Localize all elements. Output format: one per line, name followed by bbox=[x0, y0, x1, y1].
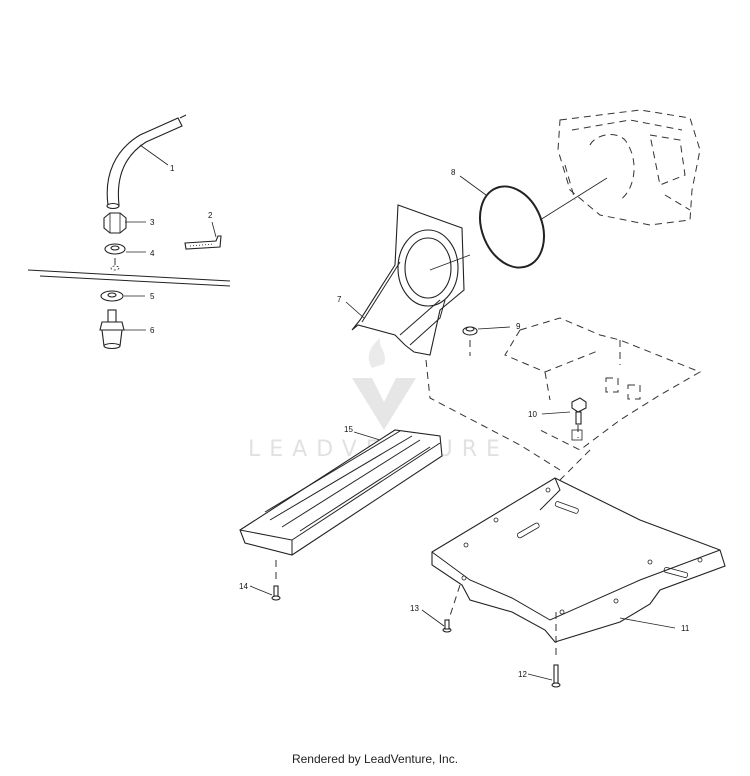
watermark-logo-icon bbox=[352, 378, 416, 430]
assembly-guide-lines bbox=[425, 359, 591, 481]
part-11-skid-plate bbox=[431, 477, 726, 660]
callout-4: 4 bbox=[150, 249, 155, 258]
part-1-hose bbox=[106, 114, 187, 210]
callout-6: 6 bbox=[150, 326, 155, 335]
callout-14: 14 bbox=[239, 582, 248, 591]
callout-7: 7 bbox=[337, 295, 342, 304]
part-10-bolt bbox=[571, 397, 587, 441]
callout-8: 8 bbox=[451, 168, 456, 177]
callout-5: 5 bbox=[150, 292, 155, 301]
part-12-screw bbox=[551, 664, 561, 688]
part-9-nut bbox=[462, 326, 478, 356]
footer-credit: Rendered by LeadVenture, Inc. bbox=[291, 752, 459, 766]
pump-housing bbox=[557, 109, 701, 226]
part-15-wear-plate bbox=[239, 429, 443, 556]
part-3-nut bbox=[103, 212, 127, 234]
callout-11: 11 bbox=[681, 624, 690, 633]
callout-10: 10 bbox=[528, 410, 537, 419]
part-13-screw bbox=[442, 619, 452, 633]
part-8-o-ring bbox=[479, 177, 608, 269]
callout-13: 13 bbox=[410, 604, 419, 613]
callout-3: 3 bbox=[150, 218, 155, 227]
callout-12: 12 bbox=[518, 670, 527, 679]
part-4-washer bbox=[104, 243, 126, 271]
hull-floor-lines bbox=[27, 269, 231, 287]
part-6-fitting bbox=[99, 309, 125, 350]
callout-15: 15 bbox=[344, 425, 353, 434]
callout-9: 9 bbox=[516, 322, 521, 331]
mounting-bracket bbox=[504, 317, 702, 451]
leader-lines bbox=[120, 144, 571, 681]
callout-labels: 1 2 3 4 5 6 7 8 9 10 11 12 13 14 15 bbox=[150, 164, 690, 679]
part-2-strap bbox=[184, 235, 222, 250]
part-14-screw bbox=[271, 560, 281, 601]
callout-2: 2 bbox=[208, 211, 213, 220]
part-7-adapter bbox=[351, 204, 471, 356]
callout-1: 1 bbox=[170, 164, 175, 173]
part-5-washer bbox=[100, 290, 124, 302]
